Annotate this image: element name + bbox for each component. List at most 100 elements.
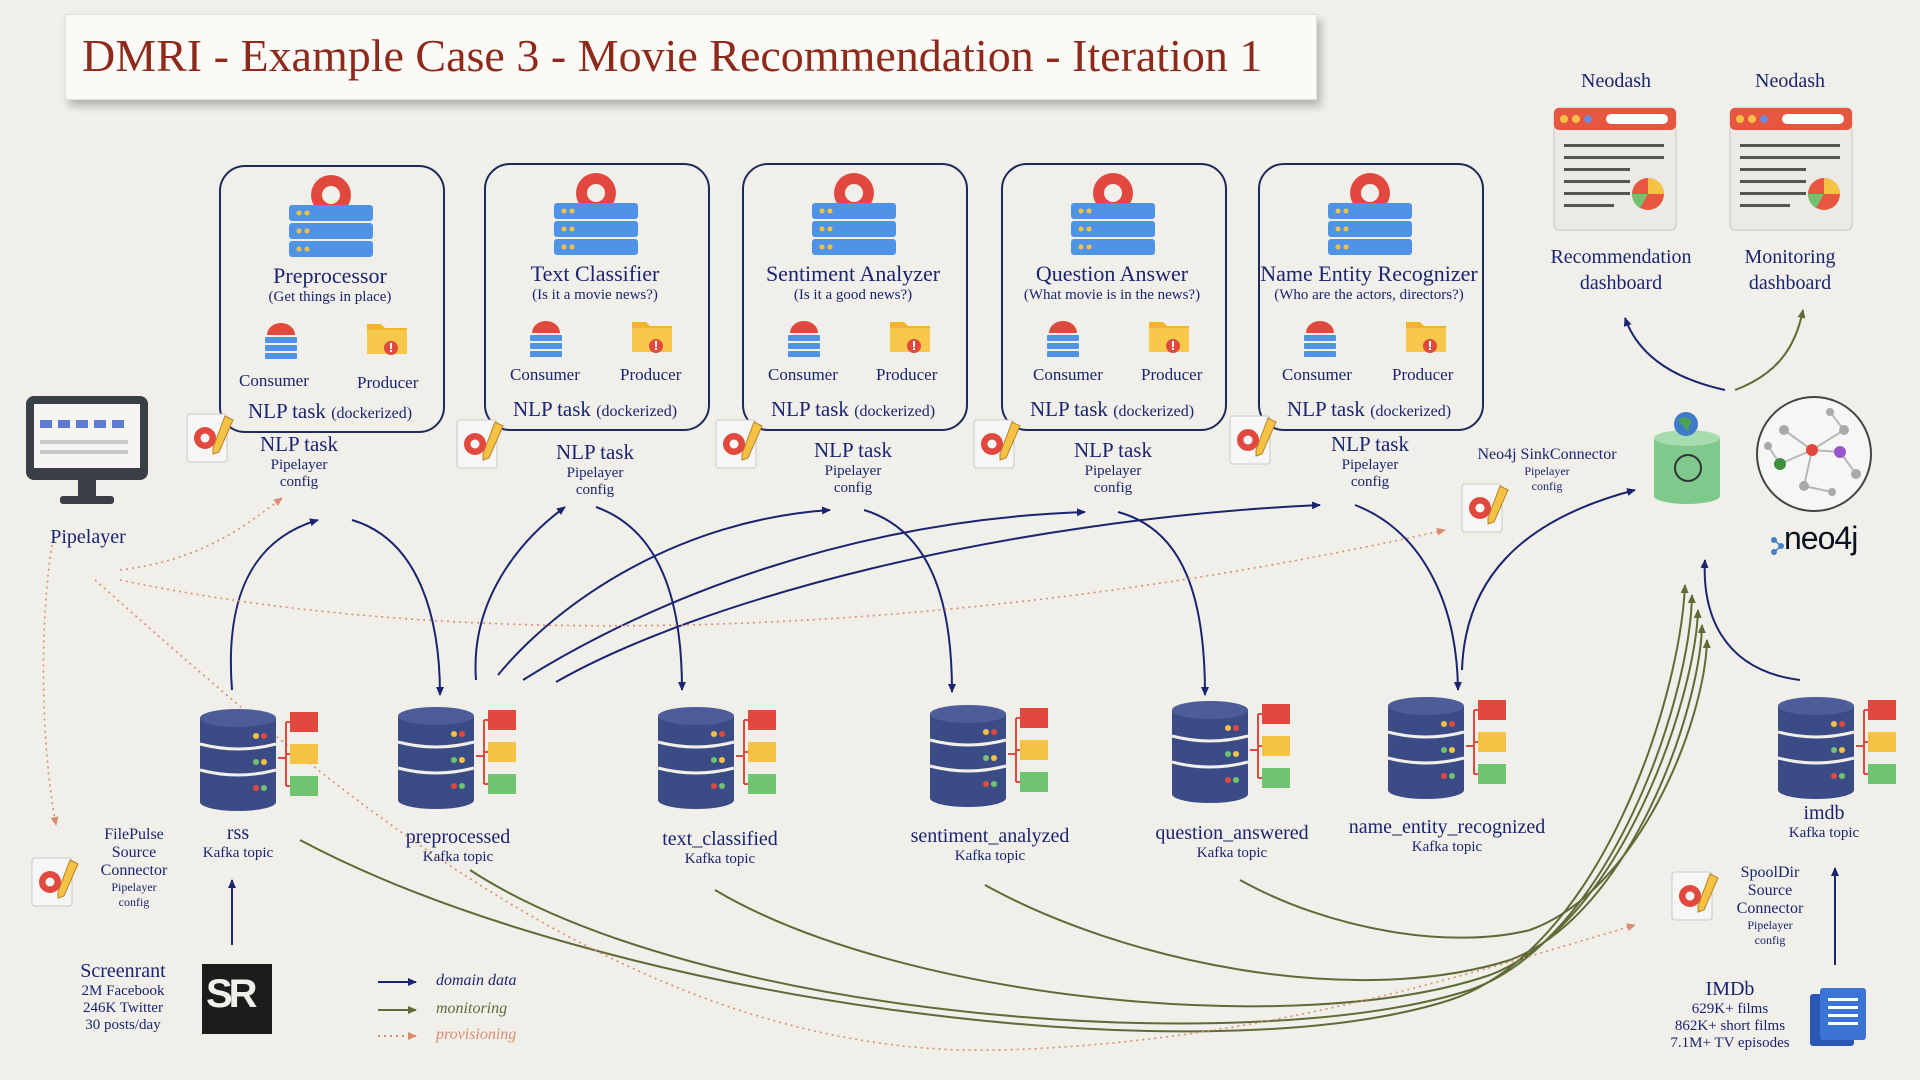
producer-folder-icon <box>1149 322 1189 353</box>
task-footer: NLP task (dockerized) <box>484 397 706 422</box>
task-name: Text Classifier <box>530 261 660 286</box>
config-doc-icon <box>31 857 79 907</box>
task-description: (Is it a movie news?) <box>532 287 658 303</box>
imdb-source-l2: 862K+ short films <box>1674 1018 1786 1034</box>
task-footer-label: NLP task <box>512 397 591 421</box>
flow-classifier-to-text-classified <box>595 506 686 691</box>
task-footer-small: (dockerized) <box>1370 403 1452 420</box>
pipelayer-label: Pipelayer <box>50 526 126 548</box>
topic-sub: Kafka topic <box>422 849 494 865</box>
task-question-answer <box>1001 163 1227 431</box>
screenrant-logo-text: SR <box>206 972 258 1016</box>
dashboard-monitor-top: Neodash <box>1755 70 1825 92</box>
config-doc-icon <box>186 413 234 463</box>
filepulse-l5: config <box>118 895 150 909</box>
legend-lines <box>378 978 417 1040</box>
neo4j-database-icon <box>1654 412 1720 504</box>
config-line-1: Pipelayer <box>1341 457 1399 473</box>
imdb-source-label: IMDb 629K+ films 862K+ short films 7.1M+… <box>1650 978 1810 1052</box>
config-title: NLP task <box>556 440 634 464</box>
config-line-1: Pipelayer <box>270 457 328 473</box>
topic-sub: Kafka topic <box>954 848 1026 864</box>
provision-pipelayer-to-sink-config <box>119 527 1446 627</box>
config-doc-icon <box>715 419 763 469</box>
dashboard-reco-l2: dashboard <box>1579 272 1663 294</box>
graph-network-icon <box>1756 396 1872 512</box>
sink-connector-label: Neo4j SinkConnector Pipelayer config <box>1462 446 1632 494</box>
task-description: (Is it a good news?) <box>793 287 913 303</box>
server-gear-icon <box>289 175 373 257</box>
topic-name: text_classified <box>662 828 778 850</box>
imdb-source-l1: 629K+ films <box>1691 1001 1769 1017</box>
database-icon <box>1777 697 1896 799</box>
task-footer-small: (dockerized) <box>1113 403 1195 420</box>
database-icon <box>199 709 318 811</box>
consumer-icon <box>530 321 562 357</box>
task-footer-label: NLP task <box>247 399 326 423</box>
topic-name: name_entity_recognized <box>1348 816 1546 838</box>
config-line-2: config <box>1093 480 1133 496</box>
topic-sentiment-analyzed: sentiment_analyzed Kafka topic <box>880 825 1100 865</box>
dashboard-reco-top: Neodash <box>1581 70 1651 92</box>
filepulse-l1: FilePulse <box>104 826 164 843</box>
title-box: DMRI - Example Case 3 - Movie Recommenda… <box>65 14 1317 100</box>
config-title: NLP task <box>814 438 892 462</box>
topic-name-entity-recognized: name_entity_recognized Kafka topic <box>1322 816 1572 856</box>
config-doc-icon <box>1229 415 1277 465</box>
flow-ner-topic-to-neo4j <box>1461 488 1636 671</box>
flow-ner-to-ner-topic <box>1354 504 1462 691</box>
monitor-text-classified <box>714 609 1702 1008</box>
screenrant-l3: 30 posts/day <box>85 1017 161 1033</box>
spooldir-l1: SpoolDir <box>1740 864 1800 881</box>
flow-preprocessed-to-ner <box>555 501 1321 683</box>
dashboard-reco-label: Recommendation dashboard <box>1526 244 1716 296</box>
neo4j-wordmark: neo4j <box>1784 520 1858 556</box>
dashboard-window-icon <box>1553 107 1677 231</box>
consumer-icon <box>788 321 820 357</box>
topic-imdb: imdb Kafka topic <box>1764 802 1884 842</box>
dashboard-monitor-l1: Monitoring <box>1744 246 1836 268</box>
task-content-name-entity-recognizer: Name Entity Recognizer (Who are the acto… <box>1258 163 1480 427</box>
producer-label: Producer <box>357 373 419 392</box>
config-line-1: Pipelayer <box>566 465 624 481</box>
topic-sub: Kafka topic <box>1788 825 1860 841</box>
consumer-icon <box>1304 321 1336 357</box>
topic-preprocessed: preprocessed Kafka topic <box>378 826 538 866</box>
imdb-source-l3: 7.1M+ TV episodes <box>1670 1035 1790 1051</box>
flow-preprocessed-to-classifier <box>474 506 566 681</box>
flow-rss-to-preprocessor <box>229 518 319 691</box>
topic-text-classified: text_classified Kafka topic <box>630 828 810 868</box>
task-config-preprocessor: NLP task Pipelayer config <box>239 432 359 491</box>
spooldir-l5: config <box>1754 933 1786 947</box>
config-line-1: Pipelayer <box>1084 463 1142 479</box>
task-footer-small: (dockerized) <box>596 403 678 420</box>
task-content-preprocessor: Preprocessor (Get things in place) Consu… <box>219 165 441 429</box>
screenrant-name: Screenrant <box>80 960 166 982</box>
topic-sub: Kafka topic <box>202 845 274 861</box>
config-line-2: config <box>1350 474 1390 490</box>
consumer-label: Consumer <box>239 371 309 390</box>
task-config-question-answer: NLP task Pipelayer config <box>1053 438 1173 497</box>
flow-preprocessed-to-sentiment <box>497 506 831 676</box>
config-title: NLP task <box>1074 438 1152 462</box>
consumer-label: Consumer <box>510 365 580 384</box>
monitor-rss <box>299 584 1689 1033</box>
flow-qa-to-question-answered <box>1117 511 1209 696</box>
config-title: NLP task <box>260 432 338 456</box>
database-icon <box>929 705 1048 807</box>
provision-pipelayer-to-filepulse <box>42 544 59 826</box>
database-icon <box>397 707 516 809</box>
database-icon <box>657 707 776 809</box>
server-gear-icon <box>1071 173 1155 255</box>
consumer-label: Consumer <box>768 365 838 384</box>
task-footer-label: NLP task <box>1029 397 1108 421</box>
flow-preprocessor-to-preprocessed <box>351 519 444 696</box>
task-content-text-classifier: Text Classifier (Is it a movie news?) Co… <box>484 163 706 427</box>
filepulse-l4: Pipelayer <box>111 880 157 894</box>
task-config-sentiment-analyzer: NLP task Pipelayer config <box>793 438 913 497</box>
task-name: Name Entity Recognizer <box>1260 261 1478 286</box>
sink-l1: Pipelayer <box>1524 464 1570 478</box>
config-line-2: config <box>575 482 615 498</box>
filepulse-l3: Connector <box>100 862 168 879</box>
database-icon <box>1171 701 1290 803</box>
